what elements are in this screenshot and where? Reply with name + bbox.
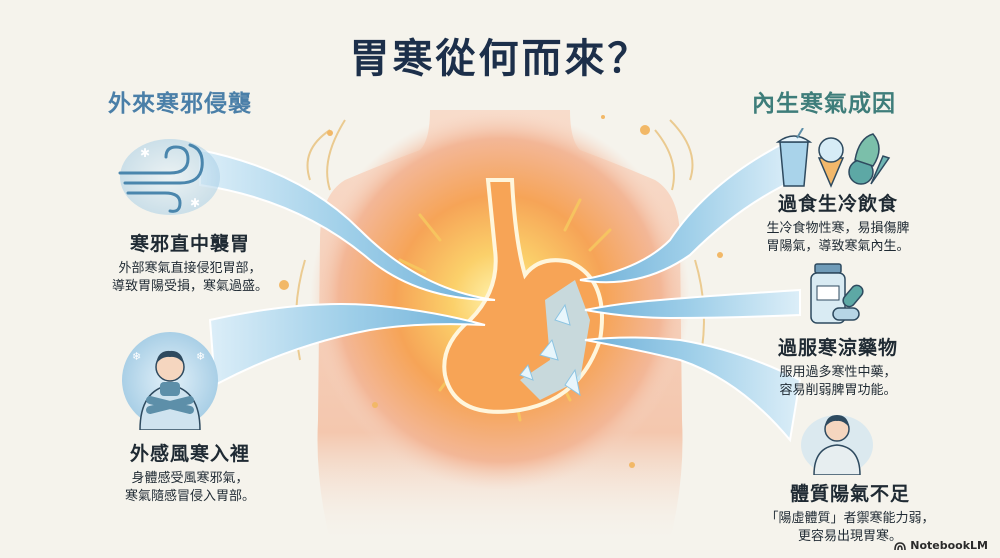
brand-label: NotebookLM xyxy=(910,539,988,552)
cause-title: 體質陽氣不足 xyxy=(789,483,910,505)
cause-title: 外感風寒入裡 xyxy=(129,443,250,465)
cause-desc-line: 容易削弱脾胃功能。 xyxy=(779,383,897,398)
cause-wind-cold-invasion: 外感風寒入裡 身體感受風寒邪氣， 寒氣隨感冒侵入胃部。 xyxy=(80,439,300,506)
cause-yang-deficiency: 體質陽氣不足 「陽虛體質」者禦寒能力弱， 更容易出現胃寒。 xyxy=(740,479,960,546)
cause-desc-line: 身體感受風寒邪氣， xyxy=(131,471,249,486)
svg-text:✱: ✱ xyxy=(140,146,150,160)
cause-desc-line: 外部寒氣直接侵犯胃部， xyxy=(118,261,262,276)
svg-text:❄: ❄ xyxy=(196,350,205,363)
shivering-person-icon: ❄ ❄ xyxy=(122,332,218,430)
svg-text:❄: ❄ xyxy=(132,350,141,363)
cause-cold-food: 過食生冷飲食 生冷食物性寒，易損傷脾 胃陽氣，導致寒氣內生。 xyxy=(728,189,948,256)
page-title: 胃寒從何而來？ xyxy=(349,36,651,82)
cause-title: 過食生冷飲食 xyxy=(777,193,898,215)
section-heading-internal: 內生寒氣成因 xyxy=(752,91,896,117)
cold-wind-icon: ✱ ✱ xyxy=(118,139,220,215)
section-heading-external: 外來寒邪侵襲 xyxy=(108,91,252,117)
cause-cold-medicine: 過服寒涼藥物 服用過多寒性中藥， 容易削弱脾胃功能。 xyxy=(728,333,948,400)
cause-title: 過服寒涼藥物 xyxy=(777,337,898,359)
cause-desc-line: 生冷食物性寒，易損傷脾 xyxy=(766,221,910,236)
cause-cold-evil-direct: 寒邪直中襲胃 外部寒氣直接侵犯胃部， 導致胃陽受損，寒氣過盛。 xyxy=(80,229,300,296)
brand-watermark: NotebookLM xyxy=(894,539,988,552)
cause-desc-line: 更容易出現胃寒。 xyxy=(797,529,902,544)
cause-desc-line: 寒氣隨感冒侵入胃部。 xyxy=(124,489,255,504)
cause-desc-line: 服用過多寒性中藥， xyxy=(779,365,897,380)
cause-title: 寒邪直中襲胃 xyxy=(129,233,250,255)
cause-desc-line: 胃陽氣，導致寒氣內生。 xyxy=(766,239,910,254)
notebooklm-logo-icon xyxy=(894,541,907,550)
cause-desc-line: 導致胃陽受損，寒氣過盛。 xyxy=(111,279,268,294)
cold-food-drinks-icon xyxy=(775,128,891,188)
svg-text:✱: ✱ xyxy=(190,196,200,210)
cause-desc-line: 「陽虛體質」者禦寒能力弱， xyxy=(765,511,935,526)
medicine-bottle-icon xyxy=(810,263,864,324)
weak-person-icon xyxy=(801,415,873,475)
